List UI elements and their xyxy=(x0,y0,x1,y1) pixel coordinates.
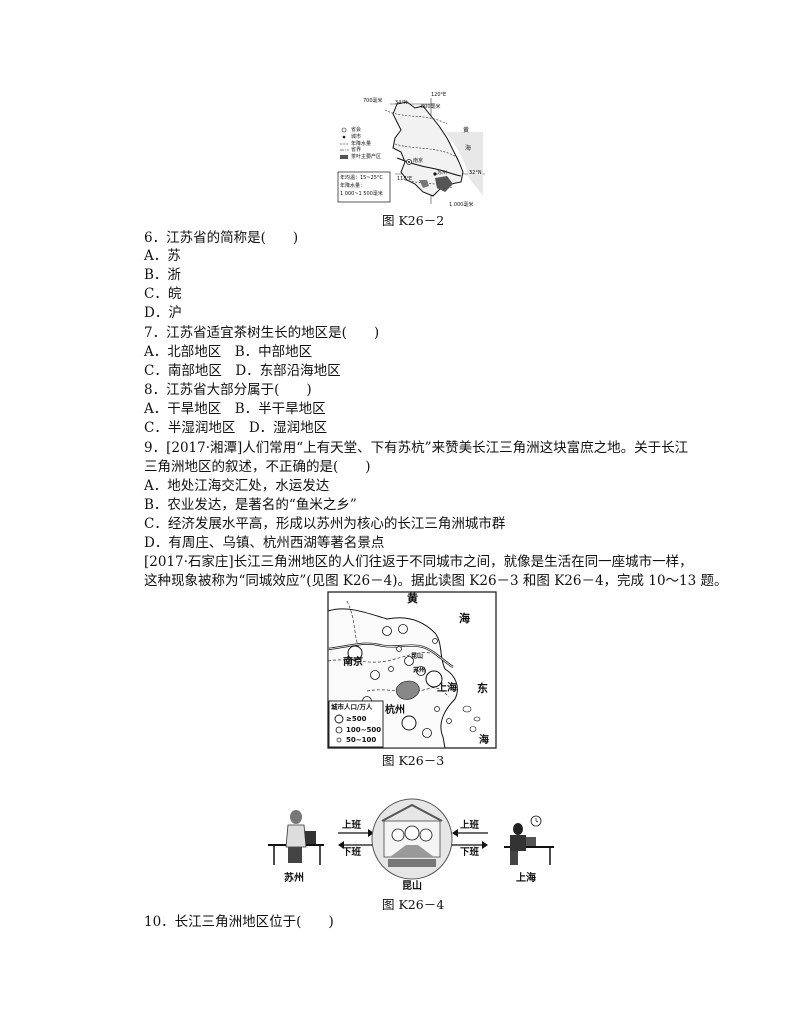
commute-figure: 上班 下班 上班 下班 苏州 昆山 上海 xyxy=(264,795,556,895)
sea-label-east-hai: 海 xyxy=(479,735,489,746)
legend-item-small: 50~100 xyxy=(346,736,377,744)
legend-rainfall: 年降水量 xyxy=(351,141,372,147)
coord-120e: 120°E xyxy=(431,92,447,98)
sea-label-huang: 黄 xyxy=(463,127,470,134)
rain-700: 700毫米 xyxy=(363,98,383,104)
off-work-label-left: 下班 xyxy=(342,847,362,858)
city-label-shanghai: 上海 xyxy=(516,873,536,884)
yangtze-delta-map xyxy=(327,591,497,749)
figure-caption-k26-2: 图 K26－2 xyxy=(382,213,445,228)
option: D．有周庄、乌镇、杭州西湖等著名景点 xyxy=(144,535,385,551)
city-label-suzhou: 苏州 xyxy=(284,873,304,884)
box-temp: 年均温：15~25°C xyxy=(340,175,383,181)
to-work-label-left: 上班 xyxy=(342,820,362,831)
city-label-kunshan: 昆山 xyxy=(411,653,424,660)
coord-34n: 34°N xyxy=(395,100,408,106)
box-rain-range: 1 000~1 500毫米 xyxy=(340,191,383,197)
question-stem-cont: 三角洲地区的叙述，不正确的是( ) xyxy=(144,459,371,475)
option: C．皖 xyxy=(144,286,182,302)
yangtze-delta-map-figure: 黄 海 东 海 南京 上海 杭州 昆山 苏州 城市人口/万人 ≥500 100~… xyxy=(327,591,497,749)
question-stem: 8．江苏省大部分属于( ) xyxy=(144,382,312,398)
figure-caption-k26-3: 图 K26－3 xyxy=(382,753,445,768)
legend-item-large: ≥500 xyxy=(346,715,367,723)
option: D．沪 xyxy=(144,305,182,321)
option: B．农业发达，是著名的“鱼米之乡” xyxy=(144,497,357,513)
sea-label-hai: 海 xyxy=(465,145,472,152)
option: A．北部地区 B．中部地区 xyxy=(144,344,313,360)
city-label-shanghai: 上海 xyxy=(437,683,457,694)
commute-illustration xyxy=(268,798,554,880)
legend-title: 城市人口/万人 xyxy=(331,703,373,711)
legend-border: 省界 xyxy=(351,147,362,153)
question-stem: 7．江苏省适宜茶树生长的地区是( ) xyxy=(144,325,380,341)
off-work-label-right: 下班 xyxy=(460,847,480,858)
passage-line-2: 这种现象被称为“同城效应”(见图 K26－4)。据此读图 K26－3 和图 K2… xyxy=(144,573,728,589)
legend-item-mid: 100~500 xyxy=(346,726,382,734)
coord-32n: 32°N xyxy=(469,170,482,176)
to-work-label-right: 上班 xyxy=(460,820,480,831)
box-rain: 年降水量： xyxy=(340,183,366,189)
passage-line-1: [2017·石家庄]长江三角洲地区的人们往返于不同城市之间，就像是生活在同一座城… xyxy=(144,554,693,570)
sea-label-hai: 海 xyxy=(459,612,470,625)
option: C．半湿润地区 D．湿润地区 xyxy=(144,420,328,436)
legend-city: 城市 xyxy=(351,134,362,140)
figure-caption-k26-4: 图 K26－4 xyxy=(382,897,445,912)
question-stem: 9．[2017·湘潭]人们常用“上有天堂、下有苏杭”来赞美长江三角洲这块富庶之地… xyxy=(144,440,689,456)
option: C．南部地区 D．东部沿海地区 xyxy=(144,363,341,379)
question-10: 10．长江三角洲地区位于( ) xyxy=(144,914,334,930)
city-label-hangzhou: 杭州 xyxy=(385,705,405,716)
legend-capital: 省会 xyxy=(351,127,362,133)
rain-800: 800毫米 xyxy=(421,104,441,110)
jiangsu-map xyxy=(335,92,485,210)
sea-label-east: 东 xyxy=(477,682,488,695)
option: A．干旱地区 B．半干旱地区 xyxy=(144,401,326,417)
legend-tea: 茶叶主要产区 xyxy=(351,154,382,160)
option: A．地处江海交汇处，水运发达 xyxy=(144,478,330,494)
city-label-nanjing: 南京 xyxy=(343,657,363,668)
jiangsu-map-figure: 120°E 34°N 32°N 118°E 700毫米 800毫米 1 000毫… xyxy=(335,92,485,210)
coord-118e: 118°E xyxy=(397,176,413,182)
option: B．浙 xyxy=(144,267,181,283)
city-suzhou: 苏州 xyxy=(437,170,448,176)
sea-label-huang: 黄 xyxy=(407,592,418,605)
city-label-kunshan: 昆山 xyxy=(402,881,422,892)
city-nanjing: 南京 xyxy=(413,158,424,164)
rain-1000: 1 000毫米 xyxy=(449,202,474,208)
question-stem: 6．江苏省的简称是( ) xyxy=(144,230,299,246)
city-label-suzhou: 苏州 xyxy=(413,667,426,674)
option: C．经济发展水平高，形成以苏州为核心的长江三角洲城市群 xyxy=(144,516,506,532)
option: A．苏 xyxy=(144,248,181,264)
